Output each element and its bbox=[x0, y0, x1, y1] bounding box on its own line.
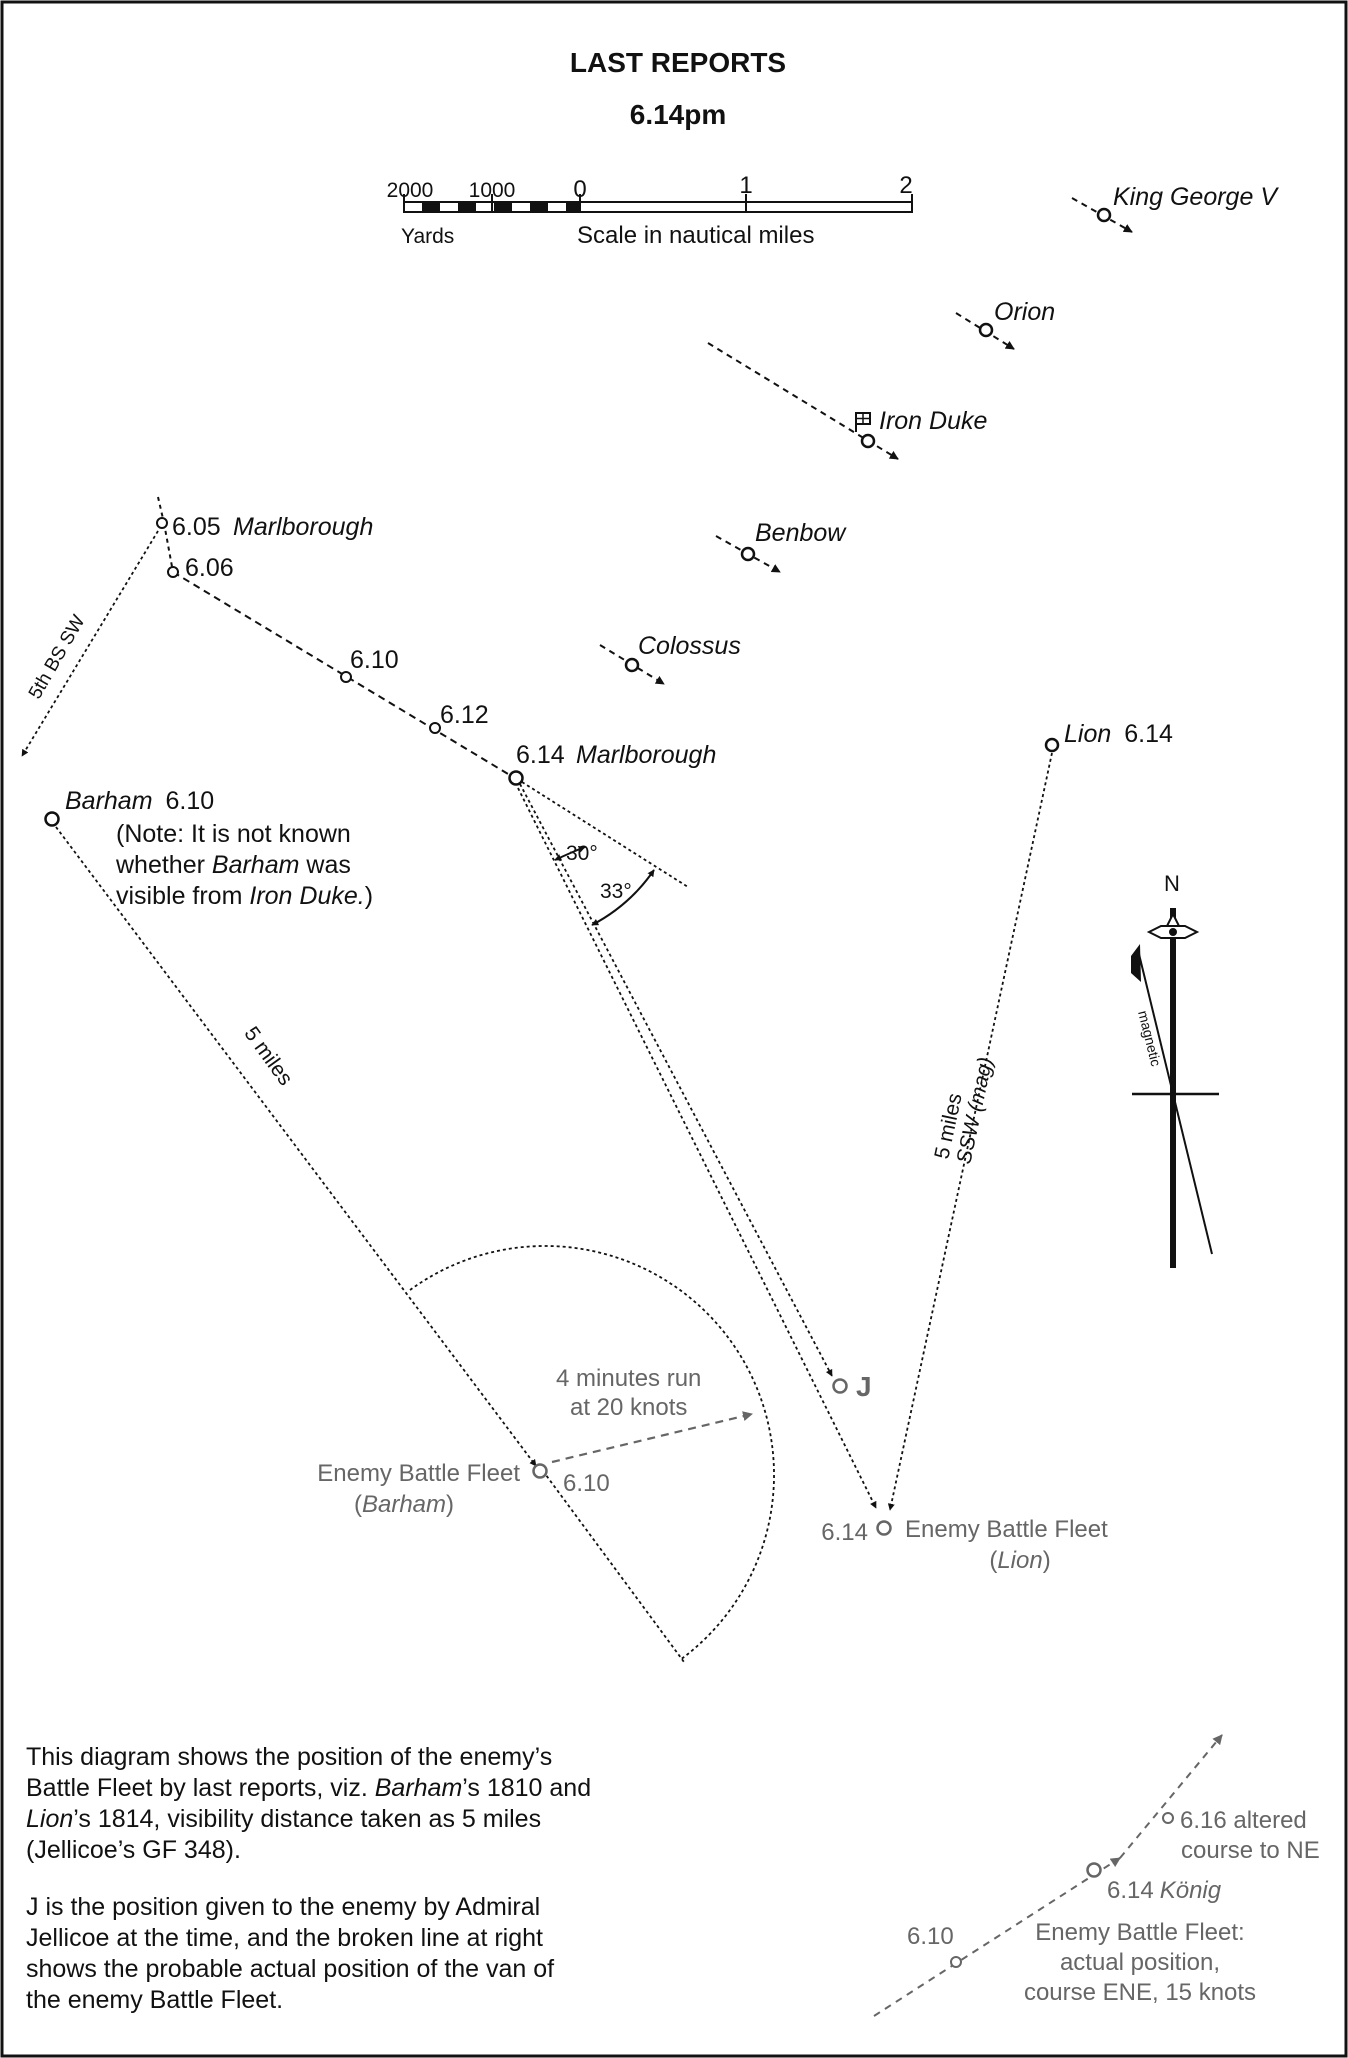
lion-name: Lion bbox=[1064, 720, 1111, 748]
konig-616-line1: 6.16 altered bbox=[1180, 1807, 1307, 1834]
run-line1: 4 minutes run bbox=[556, 1365, 701, 1392]
barham-note-line1: (Note: It is not known bbox=[116, 820, 351, 848]
konig-fleet-line3: course ENE, 15 knots bbox=[1024, 1979, 1256, 2006]
label-orion: Orion bbox=[994, 298, 1055, 326]
marlborough-610-time: 6.10 bbox=[350, 646, 399, 674]
ship-king-george-v: King George V bbox=[1071, 183, 1279, 233]
ship-orion: Orion bbox=[955, 298, 1055, 350]
scale-label-2000: 2000 bbox=[387, 179, 434, 202]
enemy-barham-label: Enemy Battle Fleet bbox=[317, 1460, 520, 1487]
ship-iron-duke: Iron Duke bbox=[707, 342, 987, 460]
scale-label-1000: 1000 bbox=[469, 179, 516, 202]
marlborough-track: 5th BS SW 6.05 Marlborough 6.06 6.10 6.1… bbox=[21, 496, 877, 1509]
barham-name: Barham bbox=[65, 787, 153, 815]
flag-icon bbox=[855, 412, 871, 432]
compass-rose-icon bbox=[1146, 911, 1200, 941]
label-king-george-v: King George V bbox=[1113, 183, 1279, 211]
ship-benbow: Benbow bbox=[715, 519, 847, 573]
konig-610-time: 6.10 bbox=[907, 1923, 954, 1950]
konig-fleet-line1: Enemy Battle Fleet: bbox=[1035, 1919, 1244, 1946]
enemy-lion-time: 6.14 bbox=[821, 1519, 868, 1546]
enemy-barham-source: (Barham) bbox=[354, 1491, 454, 1518]
enemy-fleet-barham: Enemy Battle Fleet (Barham) 6.10 bbox=[317, 1460, 609, 1518]
label-barham: Barham 6.10 bbox=[65, 787, 214, 815]
diagram-subtitle: 6.14pm bbox=[630, 99, 727, 130]
run-line2: at 20 knots bbox=[570, 1394, 687, 1421]
scale-label-2: 2 bbox=[899, 172, 912, 199]
barham-distance: 5 miles bbox=[239, 1023, 297, 1090]
konig-fleet-line2: actual position, bbox=[1060, 1949, 1220, 1976]
marlborough-605-name: Marlborough bbox=[233, 513, 373, 541]
magnetic-needle-icon bbox=[1131, 944, 1141, 982]
scale-miles-caption: Scale in nautical miles bbox=[577, 222, 814, 249]
ship-barham: Barham 6.10 (Note: It is not known wheth… bbox=[44, 787, 537, 1467]
notes-paragraph-2: J is the position given to the enemy by … bbox=[26, 1893, 555, 2014]
label-lion: Lion 6.14 bbox=[1064, 720, 1173, 748]
barham-time: 6.10 bbox=[166, 787, 215, 815]
compass-north-label: N bbox=[1164, 871, 1180, 896]
marlborough-614-time: 6.14 bbox=[516, 741, 565, 769]
marlborough-606-time: 6.06 bbox=[185, 554, 234, 582]
barham-note-line2: whether Barham was bbox=[115, 851, 351, 879]
angle-30: 30° bbox=[566, 842, 598, 865]
scale-label-0: 0 bbox=[573, 176, 586, 203]
compass: N magnetic bbox=[1131, 871, 1219, 1268]
enemy-barham-time: 6.10 bbox=[563, 1470, 610, 1497]
scale-bar: 2000 1000 0 1 2 Yards Scale in nautical … bbox=[387, 172, 913, 249]
ship-lion: Lion 6.14 5 miles SSW (mag) bbox=[887, 720, 1173, 1511]
notes-paragraph-1: This diagram shows the position of the e… bbox=[26, 1743, 592, 1864]
label-iron-duke: Iron Duke bbox=[879, 407, 987, 435]
label-colossus: Colossus bbox=[638, 632, 741, 660]
lion-time: 6.14 bbox=[1124, 720, 1173, 748]
marlborough-612-time: 6.12 bbox=[440, 701, 489, 729]
ship-colossus: Colossus bbox=[599, 632, 741, 685]
scale-yards-caption: Yards bbox=[401, 225, 454, 248]
visibility-arc: 4 minutes run at 20 knots bbox=[409, 1245, 775, 1663]
konig-616-line2: course to NE bbox=[1181, 1837, 1320, 1864]
enemy-fleet-lion: 6.14 Enemy Battle Fleet (Lion) bbox=[821, 1516, 1108, 1574]
angle-33: 33° bbox=[600, 880, 632, 903]
marlborough-614-name: Marlborough bbox=[576, 741, 716, 769]
j-label: J bbox=[856, 1371, 872, 1402]
label-benbow: Benbow bbox=[755, 519, 847, 547]
scale-label-1: 1 bbox=[739, 172, 752, 199]
barham-note-line3: visible from Iron Duke.) bbox=[116, 882, 373, 910]
enemy-lion-source: (Lion) bbox=[989, 1547, 1050, 1574]
enemy-lion-label: Enemy Battle Fleet bbox=[905, 1516, 1108, 1543]
marlborough-605-time: 6.05 bbox=[172, 513, 221, 541]
label-5th-bs-sw: 5th BS SW bbox=[25, 612, 90, 703]
diagram-title: LAST REPORTS bbox=[570, 47, 786, 78]
j-position: J bbox=[832, 1371, 872, 1402]
